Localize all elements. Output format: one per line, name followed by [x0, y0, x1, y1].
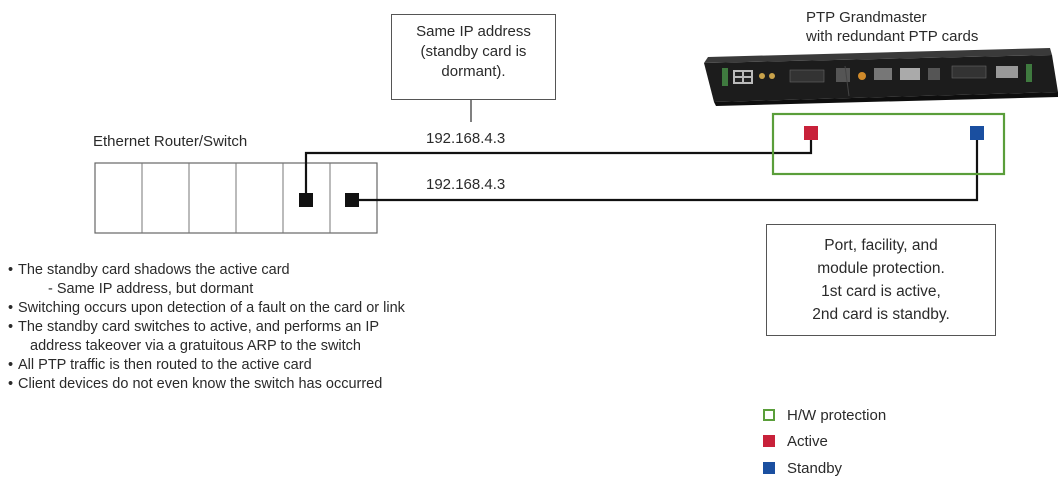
callout-line: Port, facility, and: [824, 237, 938, 254]
bullet-subitem: - Same IP address, but dormant: [48, 281, 254, 297]
ptp-grandmaster-device-icon: [704, 48, 1058, 106]
legend-item-active: Active: [763, 432, 828, 450]
standby-link-wire: [352, 140, 979, 202]
grandmaster-title: PTP Grandmaster with redundant PTP cards: [806, 8, 978, 46]
legend-label: Standby: [787, 459, 843, 477]
legend-label: Active: [787, 432, 828, 450]
switch-port-active: [299, 193, 313, 207]
bullet-item: The standby card shadows the active card: [8, 261, 405, 280]
standby-swatch: [763, 462, 775, 474]
callout-line: 1st card is active,: [821, 283, 941, 300]
bullet-item: The standby card switches to active, and…: [8, 318, 405, 337]
bullet-continuation: address takeover via a gratuitous ARP to…: [30, 338, 361, 354]
active-link-wire: [304, 140, 813, 200]
bullet-item: Client devices do not even know the swit…: [8, 375, 405, 394]
explanation-bullets: The standby card shadows the active card…: [8, 261, 405, 394]
bullet-item: All PTP traffic is then routed to the ac…: [8, 356, 405, 375]
legend-item-hw-protection: H/W protection: [763, 406, 886, 424]
switch-slot-dividers: [141, 163, 331, 233]
bullet-item: Switching occurs upon detection of a fau…: [8, 299, 405, 318]
legend-item-standby: Standby: [763, 459, 842, 477]
grandmaster-title-line: with redundant PTP cards: [806, 28, 979, 45]
callout-line: Same IP address: [416, 23, 531, 40]
callout-line: 2nd card is standby.: [812, 306, 950, 323]
callout-line: dormant).: [441, 63, 506, 80]
switch-label: Ethernet Router/Switch: [93, 133, 248, 150]
legend-label: H/W protection: [787, 406, 887, 424]
same-ip-callout: Same IP address (standby card is dormant…: [391, 14, 556, 100]
standby-card-marker: [970, 126, 984, 140]
callout-line: module protection.: [817, 260, 945, 277]
hw-protection-outline: [771, 112, 1006, 176]
grandmaster-title-line: PTP Grandmaster: [806, 9, 927, 26]
ip-label-active: 192.168.4.3: [426, 130, 506, 147]
hw-protection-swatch: [763, 409, 775, 421]
ip-label-standby: 192.168.4.3: [426, 176, 506, 193]
callout-line: (standby card is: [420, 43, 527, 60]
active-swatch: [763, 435, 775, 447]
switch-port-standby: [345, 193, 359, 207]
active-card-marker: [804, 126, 818, 140]
protection-callout: Port, facility, and module protection. 1…: [766, 224, 996, 336]
